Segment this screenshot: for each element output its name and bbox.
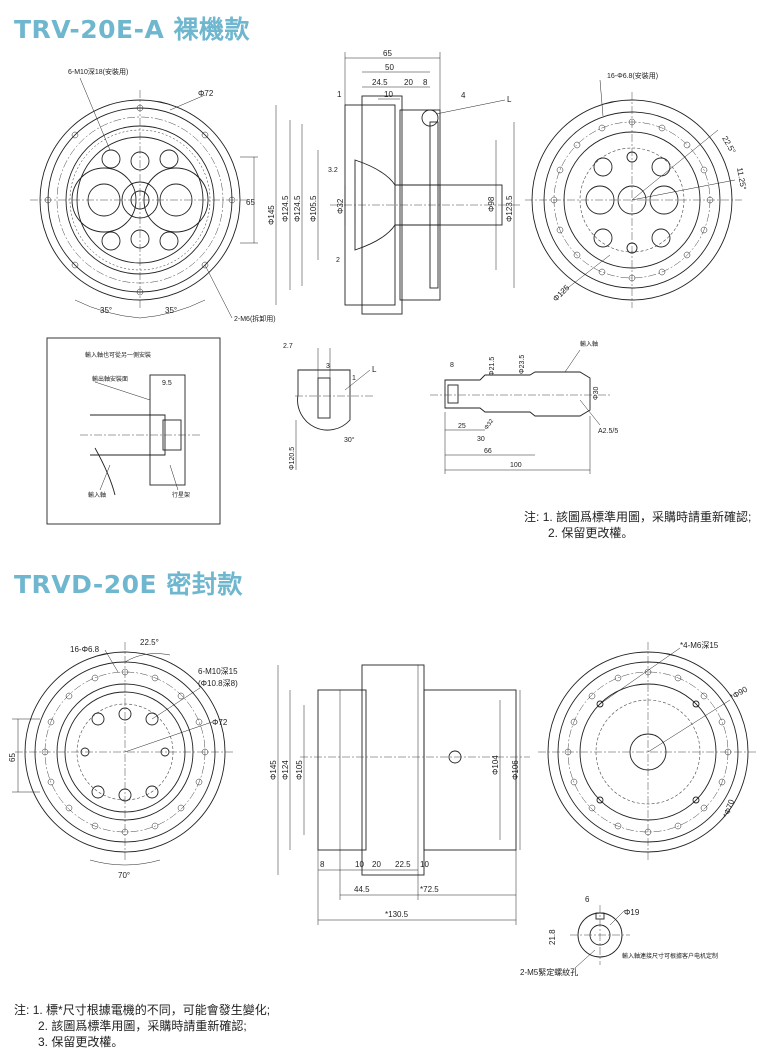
note2-item-3: 3. 保留更改權。 <box>38 1035 124 1049</box>
side1-dim-24-5: 24.5 <box>372 78 388 87</box>
detail-c-label: 輸入軸 <box>580 340 598 348</box>
detail-c-dia-32: Φ32 <box>484 418 496 431</box>
side1-dia-124b: Φ124.5 <box>293 195 302 222</box>
key-hole-label: 2-M5緊定螺紋孔 <box>520 967 578 977</box>
side2-dia-106: Φ106 <box>511 760 520 780</box>
key-note: 輸入軸連接尺寸可根據客户电机定制 <box>622 952 718 960</box>
side1-dim-50: 50 <box>385 63 394 72</box>
side1-dia-145: Φ145 <box>267 205 276 225</box>
side1-small-3-2: 3.2 <box>328 167 338 174</box>
section-title-bare: TRV-20E-A 裸機款 <box>14 15 251 44</box>
back-view-2: *4-M6深15 *Φ90 *Φ70 <box>538 641 758 862</box>
side2-dim-10: 10 <box>355 860 364 869</box>
key-dim-21-8: 21.8 <box>548 929 557 945</box>
note-block-2: 注: 1. 標*尺寸根據電機的不同，可能會發生變化; 2. 該圖爲標準用圖，采購… <box>14 1002 270 1050</box>
front1-height-label: 65 <box>246 198 255 207</box>
note2-item-1: 1. 標*尺寸根據電機的不同，可能會發生變化; <box>32 1003 271 1017</box>
side1-dia-123: Φ123.5 <box>505 195 514 222</box>
key-detail: 6 21.8 Φ19 輸入軸連接尺寸可根據客户电机定制 2-M5緊定螺紋孔 <box>520 895 718 977</box>
note1-prefix: 注: <box>524 510 540 524</box>
detail-a-title: 輸入軸也可從另一側安裝 <box>85 351 151 359</box>
back1-dia-label: Φ125 <box>551 283 572 304</box>
front1-angle-right: 35° <box>165 306 177 315</box>
detail-c-dim-100: 100 <box>510 462 522 469</box>
detail-c-dim-30: 30 <box>477 436 485 443</box>
side2-dim-8: 8 <box>320 860 325 869</box>
back-view-1: 16-Φ6.8(安裝用) 22.5° 11.25° Φ125 <box>525 71 748 308</box>
note1-item-1: 1. 該圖爲標準用圖，采購時請重新確認; <box>542 510 752 524</box>
detail-a-label2: 輸入軸 <box>88 491 106 499</box>
side2-dim-10b: 10 <box>420 860 429 869</box>
detail-c-dia-21: Φ21.5 <box>489 357 496 376</box>
side2-dim-22-5: 22.5 <box>395 860 411 869</box>
detail-b: 2.7 3 1 L 30° Φ120.5 <box>283 343 377 470</box>
detail-a-dim: 9.5 <box>162 380 172 387</box>
detail-b-dim-27: 2.7 <box>283 343 293 350</box>
front2-tapped2: (Φ10.8深8) <box>198 679 238 688</box>
front1-bottom-label: 2-M6(拆卸用) <box>234 314 276 323</box>
detail-c-center: A2.5/5 <box>598 428 618 435</box>
front2-tapped: 6-M10深15 <box>198 667 238 676</box>
side1-dim-8: 8 <box>423 78 428 87</box>
front2-angle: 22.5° <box>140 638 159 647</box>
side2-total2: *72.5 <box>420 885 439 894</box>
side-view-2: Φ145 Φ124 Φ105 Φ104 Φ106 8 10 20 22.5 10… <box>269 664 530 925</box>
side2-dia-124: Φ124 <box>281 760 290 780</box>
side1-dim-65: 65 <box>383 49 392 58</box>
side1-dim-1: 1 <box>337 90 342 99</box>
note2-item-2: 2. 該圖爲標準用圖，采購時請重新確認; <box>38 1019 247 1033</box>
front-view-1: Φ72 6-M10深18(安裝用) 65 35° 35° 2-M6(拆卸用) <box>30 67 276 323</box>
detail-b-L: L <box>372 365 377 374</box>
detail-a-label3: 行星架 <box>172 491 190 499</box>
detail-c-dia-30: Φ30 <box>593 387 600 400</box>
side-view-1: L 65 50 24.5 20 8 10 1 4 Φ145 Φ124.5 Φ12… <box>267 49 520 315</box>
front1-holes-label: 6-M10深18(安裝用) <box>68 67 128 76</box>
front2-angle-bottom: 70° <box>118 871 130 880</box>
detail-c-dim-8: 8 <box>450 362 454 369</box>
side1-dia-105: Φ105.5 <box>309 195 318 222</box>
detail-c: 輸入軸 8 Φ21.5 Φ23.5 Φ30 25 30 Φ32 66 100 A… <box>430 340 618 474</box>
front1-dia-label: Φ72 <box>198 89 214 98</box>
side1-dia-124a: Φ124.5 <box>281 195 290 222</box>
section-title-sealed: TRVD-20E 密封款 <box>14 570 243 599</box>
detail-c-dia-23: Φ23.5 <box>519 355 526 374</box>
side2-total1: 44.5 <box>354 885 370 894</box>
note-block-1: 注: 1. 該圖爲標準用圖，采購時請重新確認; 2. 保留更改權。 <box>524 509 751 541</box>
detail-c-dim-66: 66 <box>484 448 492 455</box>
detail-b-dim-1: 1 <box>352 375 356 382</box>
front1-angle-left: 35° <box>100 306 112 315</box>
key-dia-19: Φ19 <box>624 908 640 917</box>
detail-b-dim-3: 3 <box>326 363 330 370</box>
detail-a-label1: 輸出軸安裝面 <box>92 375 128 383</box>
detail-b-dia: Φ120.5 <box>289 447 296 470</box>
detail-c-dim-25: 25 <box>458 423 466 430</box>
front2-holes: 16-Φ6.8 <box>70 645 100 654</box>
side1-dim-10: 10 <box>384 90 393 99</box>
back2-dia-90: *Φ90 <box>729 684 750 701</box>
side1-small-2: 2 <box>336 257 340 264</box>
side1-dim-4: 4 <box>461 91 466 100</box>
side2-dia-104: Φ104 <box>491 755 500 775</box>
detail-a: 輸入軸也可從另一側安裝 輸出軸安裝面 9.5 輸入軸 行星架 <box>46 337 221 525</box>
side1-dia-32: Φ32 <box>336 198 345 214</box>
side1-label-L: L <box>507 95 512 104</box>
front-view-2: Φ72 16-Φ6.8 22.5° 6-M10深15 (Φ10.8深8) 65 … <box>8 638 238 880</box>
detail-b-angle: 30° <box>344 436 355 444</box>
front2-dia: Φ72 <box>212 718 228 727</box>
back1-angle-1: 22.5° <box>720 135 737 156</box>
back1-holes-label: 16-Φ6.8(安裝用) <box>607 71 658 80</box>
note1-item-2: 2. 保留更改權。 <box>548 526 634 540</box>
note2-prefix: 注: <box>14 1003 30 1017</box>
side2-dia-105: Φ105 <box>295 760 304 780</box>
side2-dia-145: Φ145 <box>269 760 278 780</box>
back2-holes: *4-M6深15 <box>680 641 719 650</box>
key-dim-6: 6 <box>585 895 590 904</box>
front2-height: 65 <box>8 753 17 762</box>
side2-dim-20: 20 <box>372 860 381 869</box>
back1-angle-2: 11.25° <box>735 167 748 191</box>
side2-total3: *130.5 <box>385 910 409 919</box>
side1-dim-20: 20 <box>404 78 413 87</box>
side1-dia-98: Φ98 <box>487 196 496 212</box>
